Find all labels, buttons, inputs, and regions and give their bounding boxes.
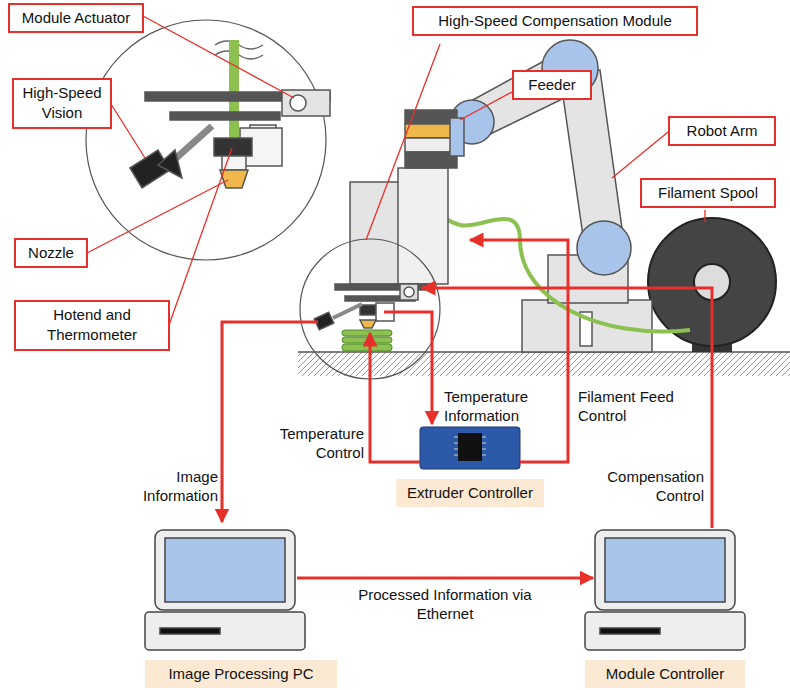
ground-hatch xyxy=(298,352,790,376)
printed-layers xyxy=(342,330,392,351)
signal-label: Temperature Control xyxy=(258,425,364,463)
leader-lines xyxy=(87,16,705,325)
image-processing-pc: Image Processing PC xyxy=(145,528,337,688)
module-controller: Module Controller xyxy=(585,528,745,688)
callout-box: Filament Spool xyxy=(640,178,776,208)
connector xyxy=(297,577,593,580)
zoom-detail xyxy=(130,40,330,188)
callout-box: Robot Arm xyxy=(668,116,776,146)
callout-box: Nozzle xyxy=(14,238,88,268)
callout-box: Feeder xyxy=(512,70,592,100)
signal-label: Image Information xyxy=(140,468,218,506)
zoom-circle xyxy=(86,20,326,260)
signal-label: Compensation Control xyxy=(584,468,704,506)
callout-text: Robot Arm xyxy=(687,122,758,139)
controller-board xyxy=(420,427,520,469)
signal-wires xyxy=(222,240,712,528)
callout-box: Hotend and Thermometer xyxy=(14,300,170,351)
callout-box: High-Speed Vision xyxy=(12,78,112,129)
extruder-controller: Extruder Controller xyxy=(396,425,544,507)
connector-label: Processed Information via Ethernet xyxy=(352,586,538,624)
callout-text: High-Speed Compensation Module xyxy=(438,12,671,29)
device-label: Extruder Controller xyxy=(396,479,544,507)
callout-text: High-Speed Vision xyxy=(22,84,101,121)
computer-icon xyxy=(145,530,745,650)
callout-text: Module Actuator xyxy=(22,9,130,26)
compensation-module xyxy=(314,110,464,330)
callout-text: Filament Spool xyxy=(658,184,758,201)
filament xyxy=(460,219,690,332)
callout-box: Module Actuator xyxy=(8,3,144,33)
callout-text: Hotend and Thermometer xyxy=(47,306,137,343)
callout-text: Nozzle xyxy=(28,244,74,261)
robot-arm xyxy=(450,40,652,352)
device-label: Module Controller xyxy=(585,660,745,688)
callout-box: High-Speed Compensation Module xyxy=(412,6,698,36)
signal-label: Filament Feed Control xyxy=(578,388,674,426)
signal-label: Temperature Information xyxy=(444,388,552,426)
callout-text: Feeder xyxy=(528,76,576,93)
device-label: Image Processing PC xyxy=(145,660,337,688)
